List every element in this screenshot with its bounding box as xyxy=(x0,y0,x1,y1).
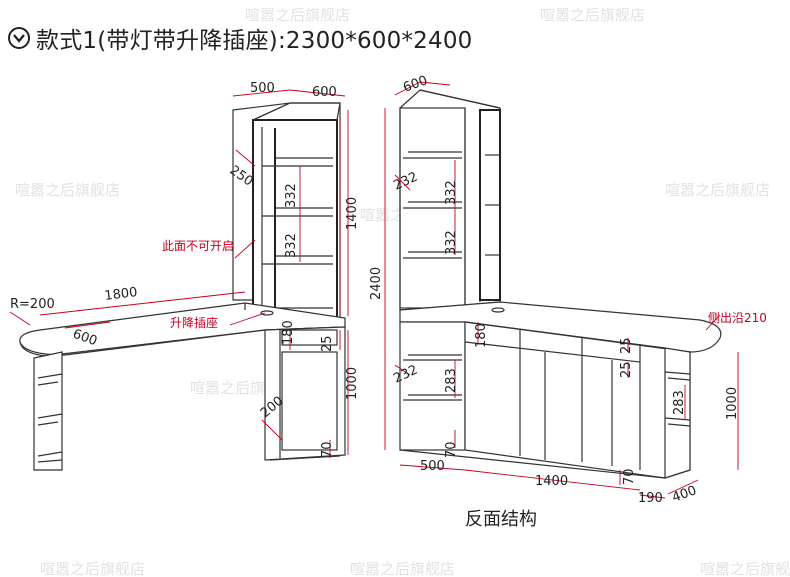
dim-front-drawer-height: 180 xyxy=(281,320,296,345)
dim-front-top-width: 500 xyxy=(250,81,275,96)
rear-desk-top xyxy=(399,301,722,353)
dim-rear-bottom-length: 1400 xyxy=(535,474,568,489)
watermark-10: 喧嚣之后旗舰店 xyxy=(700,560,790,577)
dim-rear-drawer-height: 180 xyxy=(474,323,489,348)
watermark-1: 喧嚣之后旗舰店 xyxy=(245,6,350,24)
rear-lower-shelf xyxy=(399,321,466,451)
front-left-shelf xyxy=(33,351,63,471)
watermark-5: 喧嚣之后旗舰店 xyxy=(665,181,770,199)
dim-rear-total-height: 2400 xyxy=(369,267,384,300)
dim-front-shelf-gap-1: 332 xyxy=(284,183,299,208)
dim-rear-drawer-gap-1: 25 xyxy=(619,337,634,354)
dim-rear-end-width: 400 xyxy=(670,483,698,506)
dim-rear-plinth: 70 xyxy=(444,441,459,458)
dim-rear-shelf-gap-2: 332 xyxy=(444,230,459,255)
title-row: 款式1(带灯带升降插座):2300*600*2400 xyxy=(8,18,473,58)
front-glass-tower xyxy=(252,102,341,319)
dim-rear-shelf-gap-3: 283 xyxy=(444,368,459,393)
watermark-2: 喧嚣之后旗舰店 xyxy=(540,6,645,24)
note-edge: 侧出沿210 xyxy=(708,311,767,325)
chevron-down-circle-icon xyxy=(8,27,30,49)
dim-front-radius: R=200 xyxy=(10,297,55,312)
dim-rear-side-shelf: 283 xyxy=(672,390,687,415)
dim-rear-bottom-width: 500 xyxy=(420,459,445,474)
dim-front-lower-height: 1000 xyxy=(345,367,360,400)
dim-rear-end-depth: 190 xyxy=(638,491,663,506)
front-socket-icon xyxy=(260,310,274,316)
rear-end-shelf xyxy=(664,347,691,479)
dim-front-shelf-gap-2: 332 xyxy=(284,233,299,258)
front-lower-cabinet xyxy=(264,326,346,461)
dim-rear-lower-height: 1000 xyxy=(725,387,740,420)
note-socket: 升降插座 xyxy=(170,315,218,330)
page-title: 款式1(带灯带升降插座):2300*600*2400 xyxy=(36,28,473,54)
dim-front-desk-length: 1800 xyxy=(104,285,139,304)
dim-rear-drawer-gap-2: 25 xyxy=(619,361,634,378)
dim-front-upper-height: 1400 xyxy=(345,197,360,230)
watermark-9: 喧嚣之后旗舰店 xyxy=(350,560,455,577)
dim-rear-shelf-gap-1: 332 xyxy=(444,180,459,205)
dim-front-plinth: 70 xyxy=(320,441,335,458)
rear-socket-icon xyxy=(491,307,505,313)
rear-view: 600 2400 232 332 332 180 232 283 70 500 … xyxy=(369,73,767,530)
watermark-3: 喧嚣之后旗舰店 xyxy=(15,181,120,199)
dim-rear-plinth-2: 70 xyxy=(622,468,637,485)
rear-view-caption: 反面结构 xyxy=(465,509,537,530)
front-view: 500 600 250 332 332 1400 1800 R=200 600 … xyxy=(9,81,360,471)
dim-front-top-depth: 600 xyxy=(312,85,337,100)
note-not-openable: 此面不可开启 xyxy=(162,239,234,253)
watermark-8: 喧嚣之后旗舰店 xyxy=(40,560,145,577)
dim-front-drawer-gap: 25 xyxy=(320,335,335,352)
